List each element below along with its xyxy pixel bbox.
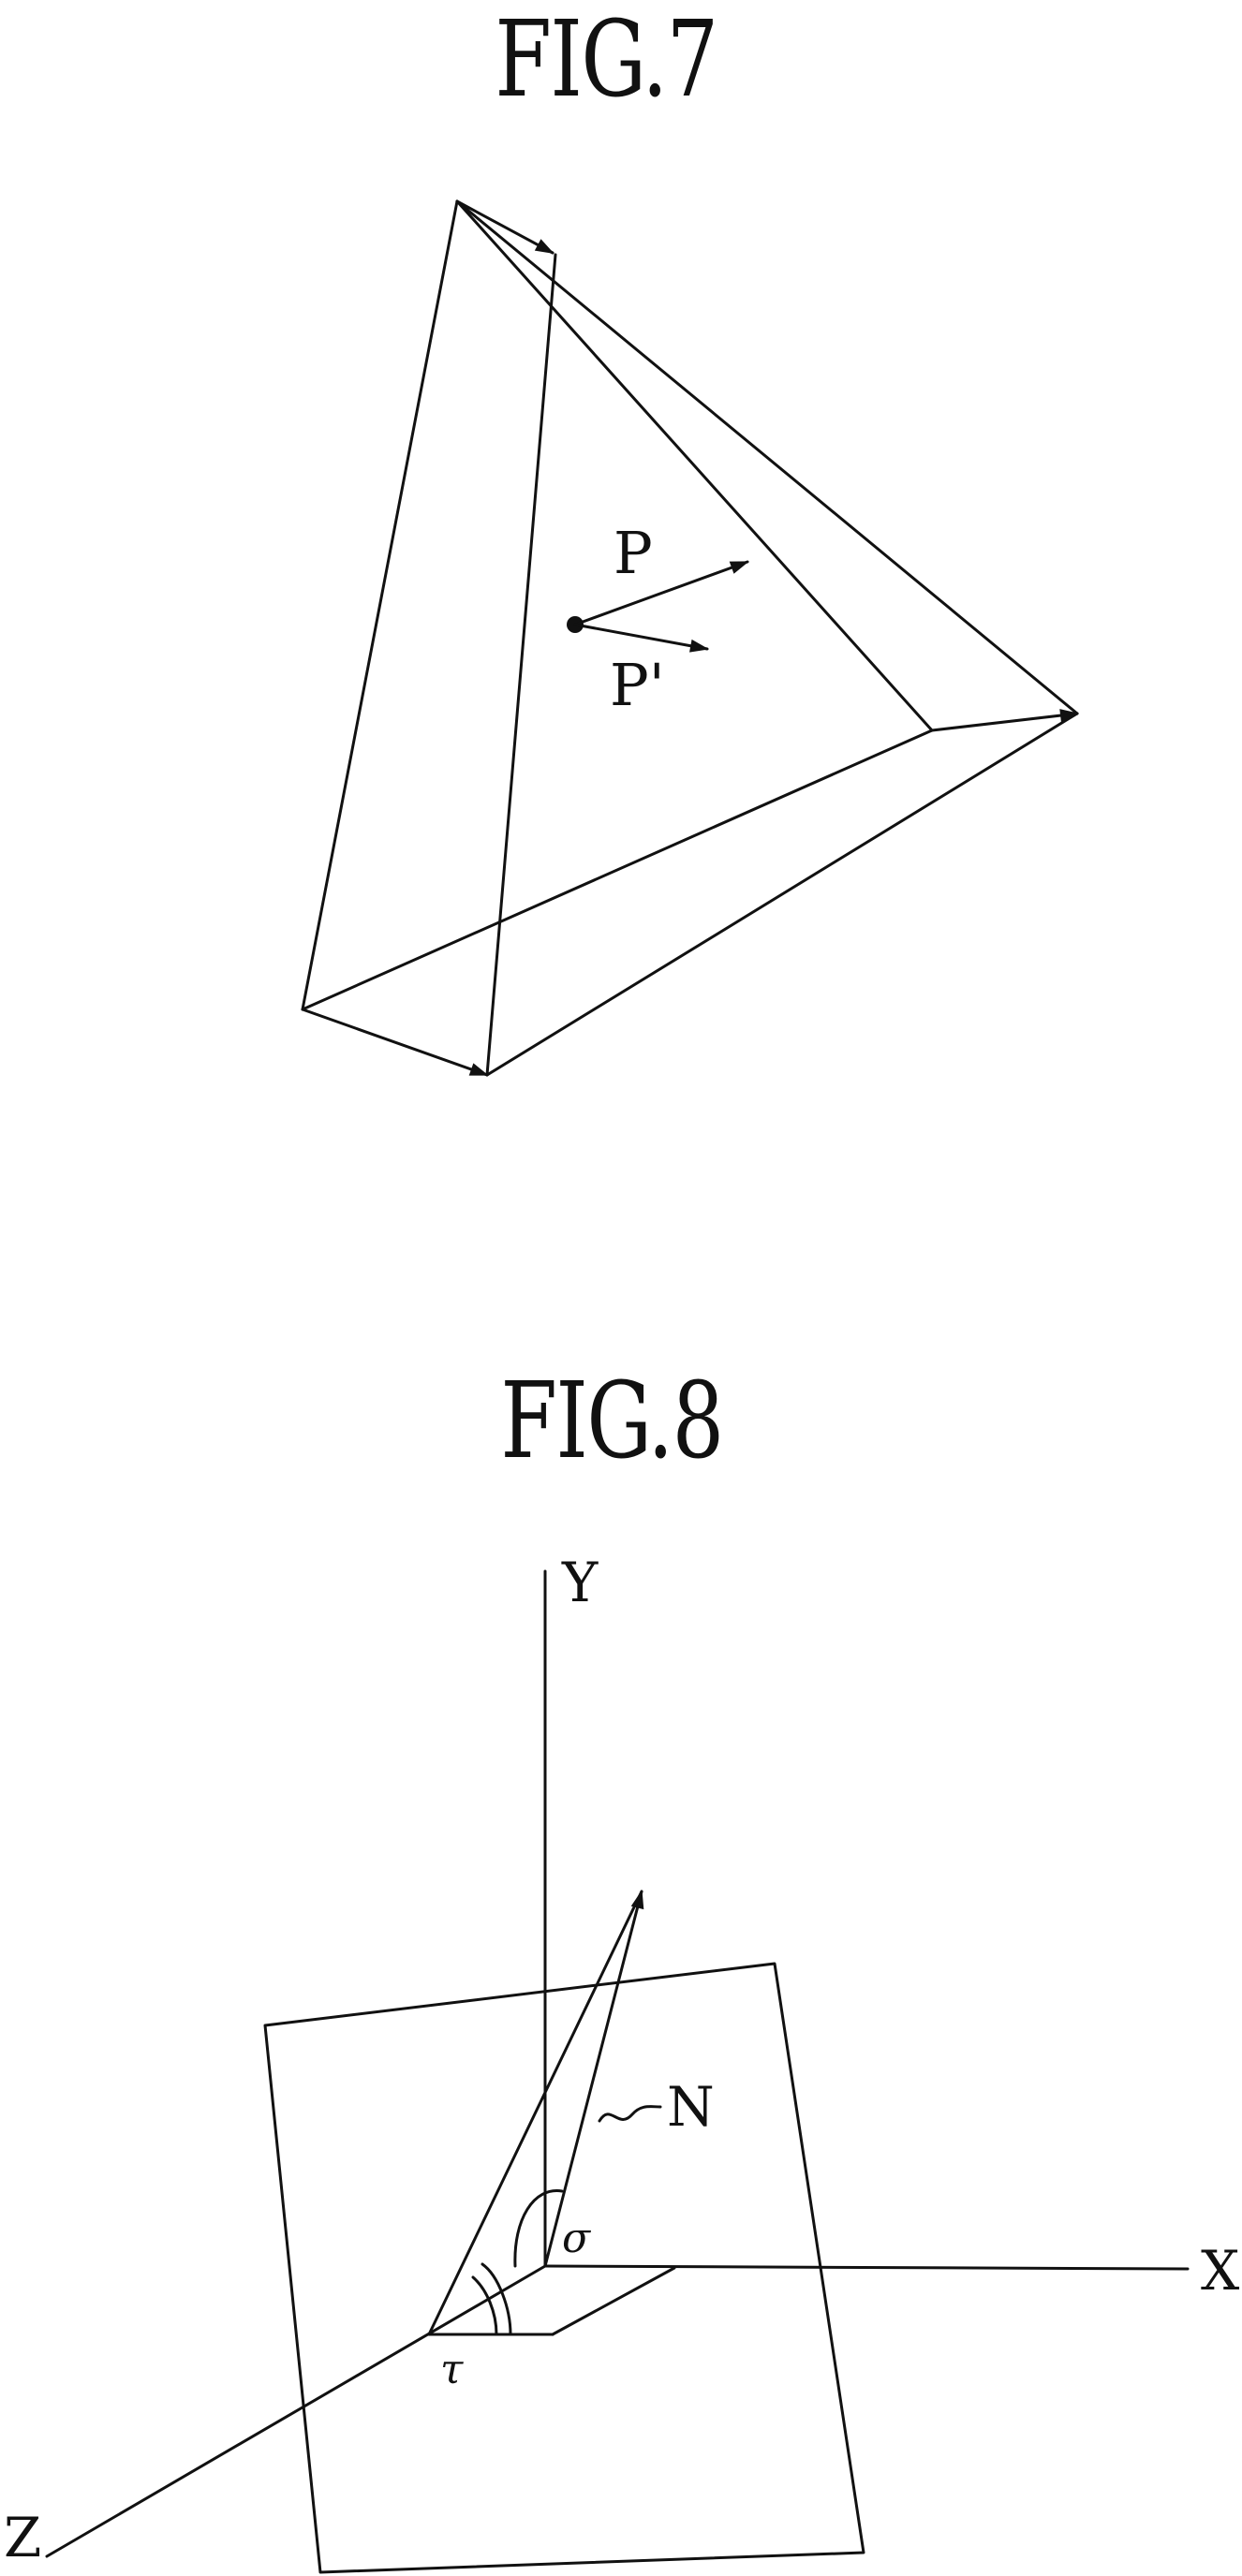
fig8-label-x: X [1201, 2239, 1240, 2303]
fig7-edge-inner-diagonal [457, 201, 932, 730]
fig7-arrow-bottom [303, 1009, 487, 1075]
fig8-label-n: N [667, 2075, 715, 2139]
fig8-label-sigma: σ [562, 2215, 592, 2262]
fig7-edge-bottom-left [303, 730, 932, 1009]
fig7-edge-top-left [303, 201, 457, 1009]
fig8-normal-vector [545, 1892, 642, 2266]
fig7-vector-p [575, 562, 747, 625]
fig8-axis-z [47, 2266, 545, 2556]
fig8-label-n-leader [599, 2107, 660, 2121]
fig7-edge-bottom-right [487, 714, 1077, 1075]
fig7-label-p: P [614, 519, 653, 587]
fig8-label-z: Z [4, 2506, 41, 2569]
fig7-edge-inner-vertical [487, 255, 555, 1075]
fig8-diagram: Y X Z N σ τ [4, 1551, 1240, 2572]
fig7-edge-top-right [457, 201, 1077, 714]
fig7-diagram: P P' [303, 201, 1077, 1075]
fig8-label-tau: τ [440, 2346, 464, 2393]
fig7-label-p-prime: P' [610, 651, 665, 719]
fig8-axis-x [545, 2266, 1188, 2269]
fig8-label-y: Y [561, 1551, 599, 1614]
fig7-arrow-top [457, 201, 553, 253]
fig7-vector-p-prime [575, 625, 707, 649]
fig8-projection-edge-2 [553, 2268, 674, 2334]
fig8-normal-projection [429, 1892, 642, 2334]
